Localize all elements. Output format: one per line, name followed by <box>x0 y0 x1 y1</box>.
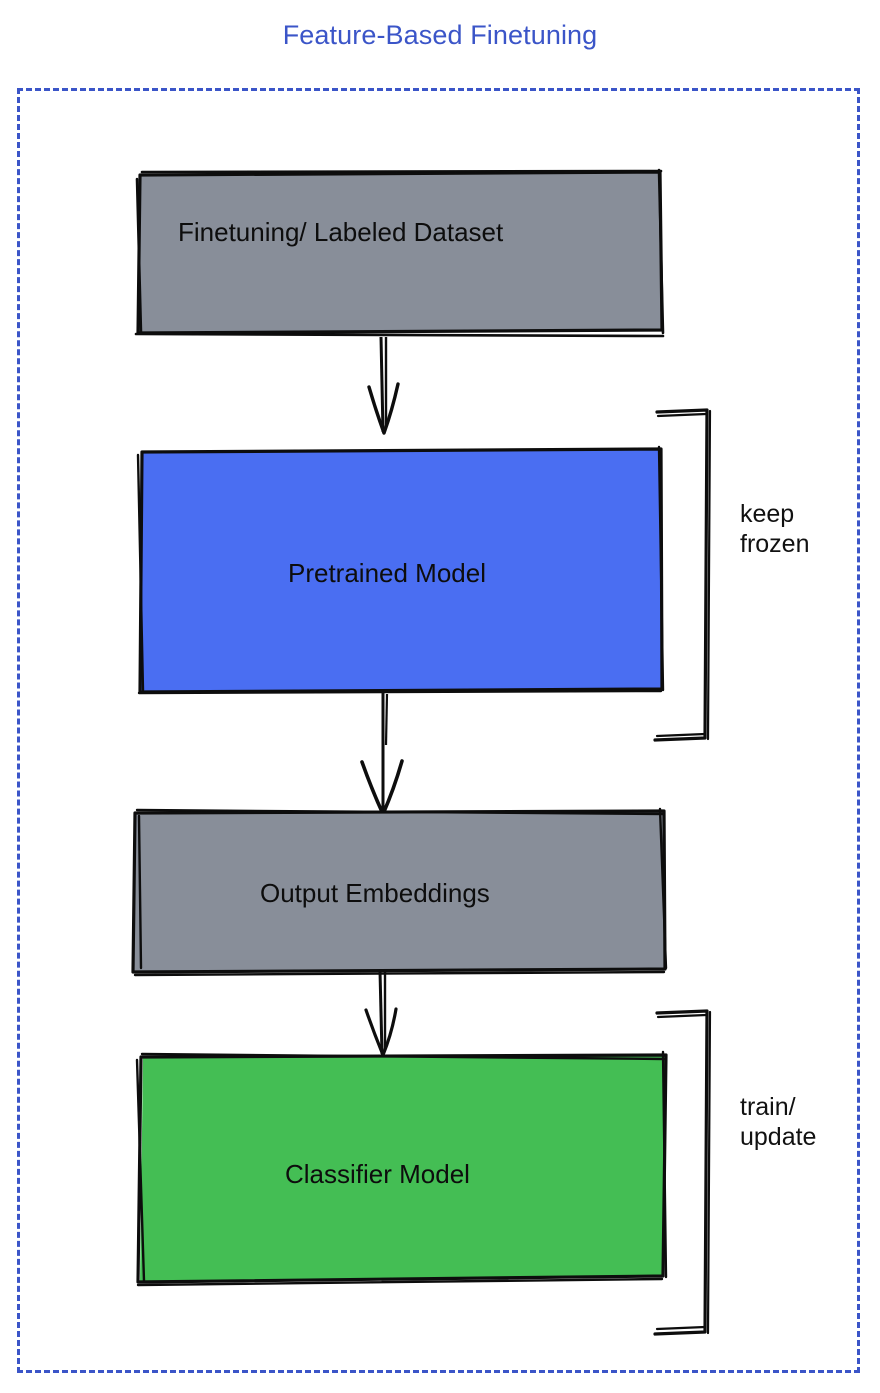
node-embeddings-fill <box>134 812 664 971</box>
square-bracket-icon-sketch <box>655 1010 712 1335</box>
bracket-keep-frozen <box>653 408 712 742</box>
node-classifier-outline <box>136 1053 668 1284</box>
node-pretrained-outline-sketch <box>136 445 665 695</box>
node-dataset-fill <box>139 173 661 334</box>
square-bracket-icon <box>653 408 709 742</box>
node-classifier-label: Classifier Model <box>285 1159 470 1189</box>
node-embeddings[interactable] <box>131 807 668 977</box>
node-dataset-outline-sketch <box>134 168 665 338</box>
down-arrow-icon <box>379 336 385 433</box>
page-title: Feature-Based Finetuning <box>282 20 598 50</box>
node-embeddings-outline-sketch <box>133 807 668 977</box>
node-dataset-label: Finetuning/ Labeled Dataset <box>178 217 504 247</box>
square-bracket-icon-sketch <box>655 409 712 741</box>
down-arrow-icon <box>378 970 384 1055</box>
down-arrow-icon-stroke2 <box>384 693 389 746</box>
node-classifier[interactable] <box>135 1050 668 1287</box>
node-pretrained-fill <box>141 450 661 691</box>
bracket-keep-frozen-label: keep frozen <box>740 500 810 558</box>
edge-embeddings-to-classifier <box>364 970 398 1057</box>
node-dataset[interactable] <box>134 168 665 338</box>
square-bracket-icon <box>653 1009 709 1336</box>
edge-dataset-to-pretrained <box>367 336 400 435</box>
node-pretrained-label: Pretrained Model <box>288 558 486 588</box>
node-pretrained[interactable] <box>136 445 665 695</box>
edge-pretrained-to-embeddings <box>360 693 404 816</box>
bracket-train-update-label: train/ update <box>740 1093 817 1151</box>
bracket-train-update <box>653 1009 712 1336</box>
node-classifier-outline-sketch <box>135 1050 668 1287</box>
node-classifier-fill <box>140 1056 665 1281</box>
node-embeddings-label: Output Embeddings <box>260 878 490 908</box>
down-arrow-icon-head <box>367 382 400 435</box>
